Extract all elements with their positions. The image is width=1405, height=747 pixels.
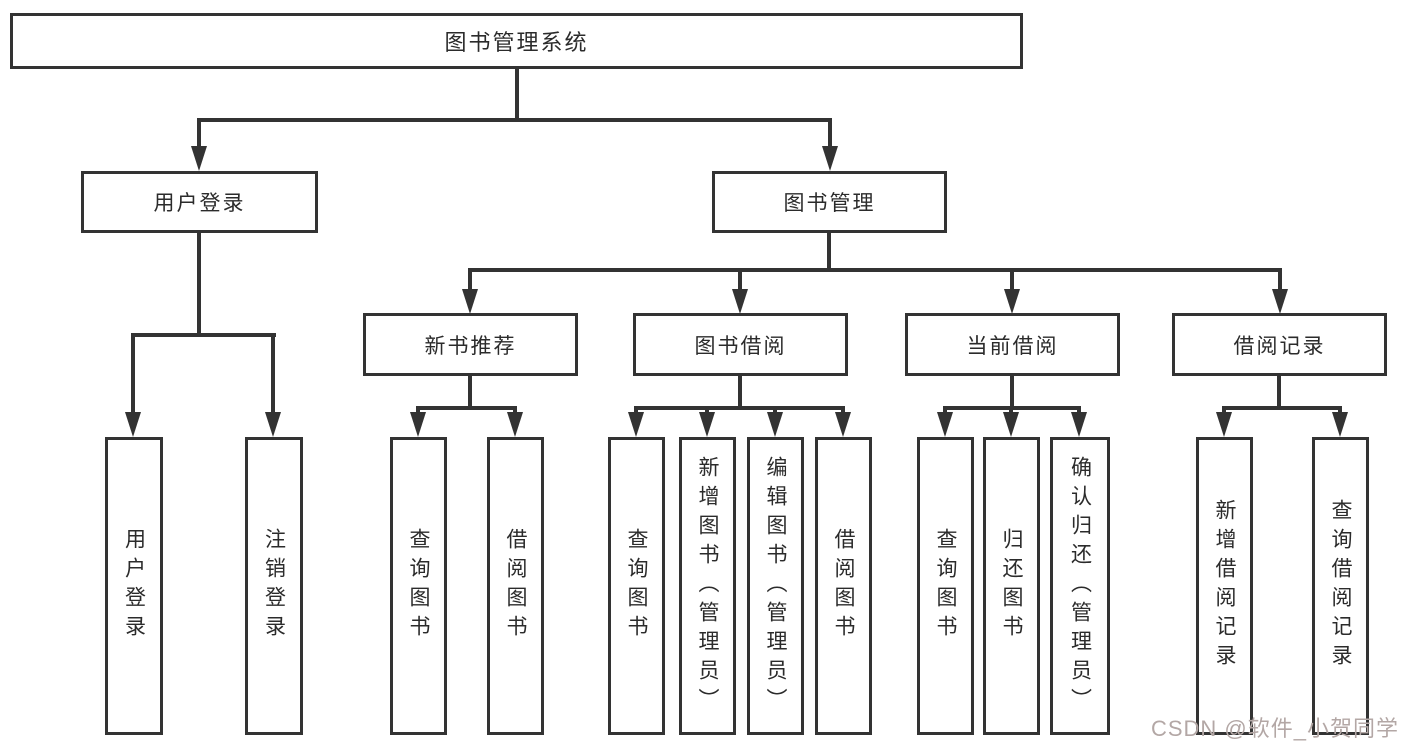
connector-manage-shaft bbox=[828, 118, 832, 148]
node-book-borrow-label: 图书借阅 bbox=[694, 334, 787, 358]
connector-manage-stem bbox=[827, 233, 831, 272]
connector-leaf-shaft bbox=[1338, 406, 1342, 416]
node-user-login-label: 用户登录 bbox=[153, 192, 246, 215]
connector-stem bbox=[1277, 376, 1281, 408]
connector-leaf-shaft bbox=[1009, 406, 1013, 416]
connector-leaf-shaft bbox=[705, 406, 709, 416]
arrow-to-leaf bbox=[507, 412, 523, 437]
connector-leaf-shaft bbox=[1222, 406, 1226, 416]
node-borrow-record: 借阅记录 bbox=[1172, 313, 1387, 376]
node-book-manage: 图书管理 bbox=[712, 171, 947, 233]
connector-group-shaft bbox=[738, 268, 742, 292]
node-book-manage-label: 图书管理 bbox=[783, 192, 876, 215]
connector-leaf-shaft bbox=[131, 333, 135, 414]
leaf-label: 查询图书 bbox=[407, 528, 430, 644]
node-user-login: 用户登录 bbox=[81, 171, 318, 233]
arrow-to-leaf bbox=[125, 412, 141, 437]
leaf-edit-book-admin: 编辑图书（管理员） bbox=[747, 437, 804, 735]
connector-login-shaft bbox=[197, 118, 201, 148]
arrow-to-leaf bbox=[1071, 412, 1087, 437]
connector-group-shaft bbox=[468, 268, 472, 292]
node-new-book-recommend-label: 新书推荐 bbox=[424, 334, 517, 358]
connector-group-shaft bbox=[1278, 268, 1282, 292]
leaf-logout-login: 注销登录 bbox=[245, 437, 303, 735]
leaf-confirm-return-admin: 确认归还（管理员） bbox=[1050, 437, 1110, 735]
arrow-to-leaf bbox=[767, 412, 783, 437]
node-new-book-recommend: 新书推荐 bbox=[363, 313, 578, 376]
connector-leaf-shaft bbox=[271, 333, 275, 414]
connector-stem bbox=[468, 376, 472, 408]
leaf-label: 查询图书 bbox=[934, 528, 957, 644]
leaf-borrow-book-recommend: 借阅图书 bbox=[487, 437, 544, 735]
node-borrow-record-label: 借阅记录 bbox=[1233, 334, 1326, 358]
watermark: CSDN @软件_小贺同学 bbox=[1150, 716, 1399, 741]
connector-login-stem bbox=[197, 233, 201, 335]
arrow-to-leaf bbox=[937, 412, 953, 437]
leaf-label: 新增借阅记录 bbox=[1213, 499, 1236, 673]
leaf-label: 注销登录 bbox=[262, 528, 286, 644]
connector-leaf-shaft bbox=[513, 406, 517, 416]
connector-root-hline bbox=[197, 118, 832, 122]
arrow-to-group bbox=[462, 289, 478, 314]
connector-stem bbox=[738, 376, 742, 408]
arrow-to-leaf bbox=[1216, 412, 1232, 437]
connector-leaf-shaft bbox=[841, 406, 845, 416]
arrow-to-group bbox=[732, 289, 748, 314]
connector-leaf-shaft bbox=[416, 406, 420, 416]
leaf-label: 查询借阅记录 bbox=[1329, 499, 1352, 673]
arrow-to-leaf bbox=[265, 412, 281, 437]
node-root-label: 图书管理系统 bbox=[444, 30, 589, 55]
leaf-label: 借阅图书 bbox=[504, 528, 527, 644]
connector-login-hline bbox=[131, 333, 276, 337]
arrow-to-leaf bbox=[835, 412, 851, 437]
arrow-to-leaf bbox=[628, 412, 644, 437]
leaf-user-login: 用户登录 bbox=[105, 437, 163, 735]
leaf-query-book-borrow: 查询图书 bbox=[608, 437, 665, 735]
leaf-label: 确认归还（管理员） bbox=[1068, 455, 1092, 717]
connector-root-stem bbox=[515, 69, 519, 120]
arrow-to-group bbox=[1004, 289, 1020, 314]
connector-leaf-shaft bbox=[773, 406, 777, 416]
leaf-add-borrow-record: 新增借阅记录 bbox=[1196, 437, 1253, 735]
arrow-to-login bbox=[191, 146, 207, 171]
arrow-to-manage bbox=[822, 146, 838, 171]
leaf-query-book-recommend: 查询图书 bbox=[390, 437, 447, 735]
node-current-borrow-label: 当前借阅 bbox=[966, 334, 1059, 358]
arrow-to-leaf bbox=[1003, 412, 1019, 437]
connector-manage-hline bbox=[468, 268, 1282, 272]
connector-hline bbox=[416, 406, 517, 410]
arrow-to-group bbox=[1272, 289, 1288, 314]
leaf-borrow-book: 借阅图书 bbox=[815, 437, 872, 735]
connector-leaf-shaft bbox=[1077, 406, 1081, 416]
node-root: 图书管理系统 bbox=[10, 13, 1023, 69]
leaf-query-borrow-record: 查询借阅记录 bbox=[1312, 437, 1369, 735]
connector-group-shaft bbox=[1010, 268, 1014, 292]
arrow-to-leaf bbox=[1332, 412, 1348, 437]
leaf-label: 用户登录 bbox=[122, 528, 146, 644]
connector-stem bbox=[1010, 376, 1014, 408]
node-book-borrow: 图书借阅 bbox=[633, 313, 848, 376]
connector-leaf-shaft bbox=[634, 406, 638, 416]
connector-hline bbox=[1222, 406, 1342, 410]
leaf-query-book-current: 查询图书 bbox=[917, 437, 974, 735]
leaf-label: 归还图书 bbox=[1000, 528, 1023, 644]
leaf-return-book: 归还图书 bbox=[983, 437, 1040, 735]
leaf-label: 查询图书 bbox=[625, 528, 648, 644]
node-current-borrow: 当前借阅 bbox=[905, 313, 1120, 376]
arrow-to-leaf bbox=[410, 412, 426, 437]
connector-hline bbox=[634, 406, 845, 410]
arrow-to-leaf bbox=[699, 412, 715, 437]
leaf-add-book-admin: 新增图书（管理员） bbox=[679, 437, 736, 735]
leaf-label: 编辑图书（管理员） bbox=[764, 455, 787, 717]
leaf-label: 借阅图书 bbox=[832, 528, 855, 644]
leaf-label: 新增图书（管理员） bbox=[696, 455, 719, 717]
connector-leaf-shaft bbox=[943, 406, 947, 416]
